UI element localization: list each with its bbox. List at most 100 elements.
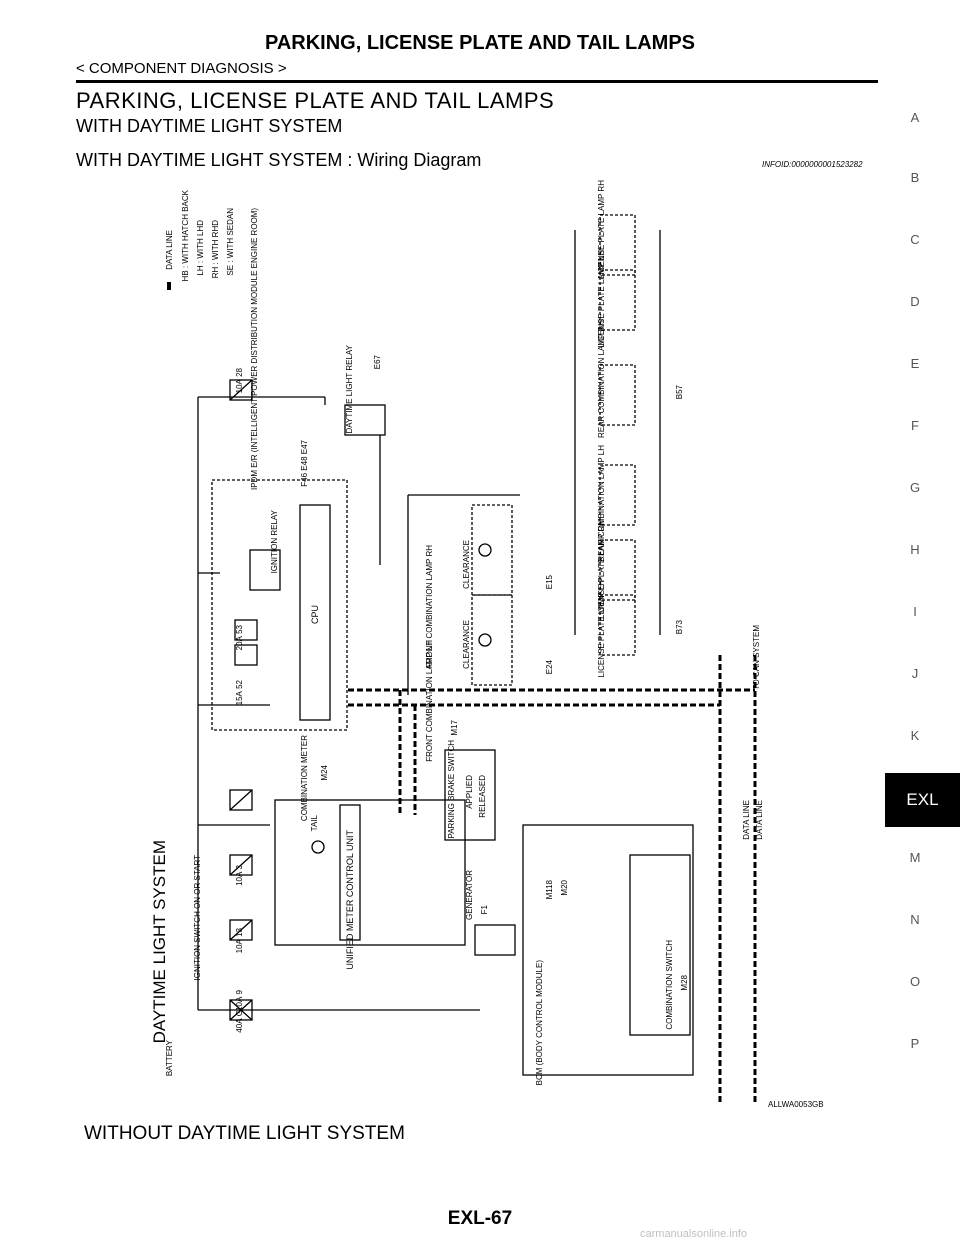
legend-hb: HB : WITH HATCH BACK xyxy=(181,190,190,282)
tab-e[interactable]: E xyxy=(910,356,920,371)
fuse-9 xyxy=(229,919,253,941)
front-lamp-rh-bulb: CLEARANCE xyxy=(462,540,471,589)
meter-unit-label: UNIFIED METER CONTROL UNIT xyxy=(345,830,355,970)
front-lamp-rh xyxy=(471,504,513,596)
parking-brake-switch xyxy=(444,749,496,841)
fuse-9-label: 10A 9 xyxy=(235,990,244,1011)
can-label: TO CAN SYSTEM xyxy=(752,625,761,691)
combination-switch-box xyxy=(629,854,691,1036)
meter-tail-lamp xyxy=(311,840,325,854)
fuse-g-label: 40A G xyxy=(235,1010,244,1033)
watermark: carmanualsonline.info xyxy=(640,1228,748,1240)
data-line-label-2: DATA LINE xyxy=(755,800,764,840)
fuse-g xyxy=(229,999,253,1021)
combination-meter-box xyxy=(274,799,466,946)
fuse-13-label: 10A 13 xyxy=(235,928,244,954)
fuse-28 xyxy=(229,379,253,401)
fuse-13 xyxy=(229,854,253,876)
tab-o[interactable]: O xyxy=(909,974,921,989)
fuse-53-label: 20A 53 xyxy=(235,625,244,651)
tab-k[interactable]: K xyxy=(910,728,920,743)
license-lamp-rh-b68 xyxy=(599,539,636,601)
ignition-relay-label: IGNITION RELAY xyxy=(270,510,279,574)
bcm-conn1: M118 xyxy=(545,880,554,900)
fuse-52-label: 15A 52 xyxy=(235,680,244,706)
legend-lh: LH : WITH LHD xyxy=(196,220,205,276)
section-label: < COMPONENT DIAGNOSIS > xyxy=(76,60,287,77)
diagram-heading: WITH DAYTIME LIGHT SYSTEM : Wiring Diagr… xyxy=(76,150,482,170)
ipdm-box xyxy=(211,479,348,731)
front-lamp-lh-ground: E24 xyxy=(545,660,554,675)
combination-switch-conn: M28 xyxy=(680,975,689,991)
fuse-52 xyxy=(234,644,258,666)
next-section-heading: WITHOUT DAYTIME LIGHT SYSTEM xyxy=(84,1123,405,1144)
rear-combination-lamp-rh xyxy=(599,364,636,426)
parking-brake-conn: M17 xyxy=(450,720,459,736)
meter-conn: M24 xyxy=(320,765,329,781)
tab-d[interactable]: D xyxy=(910,294,920,309)
tab-m[interactable]: M xyxy=(909,850,921,865)
generator xyxy=(474,924,516,956)
page-header-title: PARKING, LICENSE PLATE AND TAIL LAMPS xyxy=(264,32,695,54)
parking-brake-released: RELEASED xyxy=(478,775,487,818)
unified-meter-control-unit xyxy=(339,804,361,941)
ipdm-connectors: F46 E48 E47 xyxy=(300,440,309,487)
meter-tail-label: TAIL xyxy=(310,815,319,832)
tab-j[interactable]: J xyxy=(911,666,919,681)
ipdm-label: IPDM E/R (INTELLIGENT POWER DISTRIBUTION… xyxy=(250,207,259,490)
generator-conn: F1 xyxy=(480,905,489,915)
fuse-3-label: 10A 3 xyxy=(235,865,244,886)
daytime-light-relay xyxy=(344,404,386,436)
license-lamp-rh-b63 xyxy=(599,214,636,276)
tab-i[interactable]: I xyxy=(913,604,917,619)
legend-rh: RH : WITH RHD xyxy=(211,220,220,279)
legend-se: SE : WITH SEDAN xyxy=(226,208,235,276)
diagram-vertical-title: DAYTIME LIGHT SYSTEM xyxy=(150,840,169,1044)
tab-f[interactable]: F xyxy=(911,418,919,433)
tab-a[interactable]: A xyxy=(910,110,920,125)
front-lamp-rh-ground: E15 xyxy=(545,575,554,590)
bcm-conn2: M20 xyxy=(560,880,569,896)
tab-b[interactable]: B xyxy=(910,170,920,185)
fuse-28-label: 10A 28 xyxy=(235,368,244,394)
front-lamp-rh-label: FRONT COMBINATION LAMP RH xyxy=(425,545,434,669)
info-id: INFOID:0000000001523282 xyxy=(762,160,863,169)
sub-heading: WITH DAYTIME LIGHT SYSTEM xyxy=(76,116,343,136)
daytime-relay-label: DAYTIME LIGHT RELAY xyxy=(345,345,354,434)
combination-meter-label: COMBINATION METER xyxy=(300,735,309,822)
license-lamp-lh-b67 xyxy=(599,594,636,656)
header-divider xyxy=(76,80,878,83)
bcm-box xyxy=(522,824,694,1076)
tab-h[interactable]: H xyxy=(910,542,920,557)
tab-n[interactable]: N xyxy=(910,912,920,927)
front-lamp-lh xyxy=(471,594,513,686)
ipdm-cpu xyxy=(299,504,331,721)
ipdm-cpu-label: CPU xyxy=(310,605,320,625)
rear-combination-lamp-lh xyxy=(599,464,636,526)
ignition-switch-label: IGNITION SWITCH ON OR START xyxy=(193,855,202,981)
tab-p[interactable]: P xyxy=(910,1036,920,1051)
daytime-relay-conn: E67 xyxy=(373,355,382,370)
rear-lamp-b63-label: LICENSE PLATE LAMP RH xyxy=(597,180,606,279)
rear-lamp-b60-label: REAR COMBINATION LAMP LH xyxy=(597,445,606,562)
tab-g[interactable]: G xyxy=(909,480,921,495)
fuse-3 xyxy=(229,789,253,811)
bcm-label: BCM (BODY CONTROL MODULE) xyxy=(535,960,544,1086)
tab-exl[interactable]: EXL xyxy=(885,773,960,827)
page-number: EXL-67 xyxy=(447,1208,513,1229)
generator-label: GENERATOR xyxy=(465,870,474,920)
tab-c[interactable]: C xyxy=(910,232,920,247)
parking-brake-applied: APPLIED xyxy=(465,775,474,809)
fuse-53 xyxy=(234,619,258,641)
front-lamp-lh-bulb: CLEARANCE xyxy=(462,620,471,669)
combination-switch-label: COMBINATION SWITCH xyxy=(665,940,674,1030)
ground-b73: B73 xyxy=(675,620,684,635)
license-lamp-lh-b62 xyxy=(599,269,636,331)
ground-b57: B57 xyxy=(675,385,684,400)
parking-brake-label: PARKING BRAKE SWITCH xyxy=(447,740,456,839)
legend-data-line: DATA LINE xyxy=(165,230,174,270)
data-line-label-1: DATA LINE xyxy=(742,800,751,840)
ignition-relay xyxy=(249,549,281,591)
wiring-diagram xyxy=(167,214,757,1105)
battery-label: BATTERY xyxy=(165,1040,174,1077)
